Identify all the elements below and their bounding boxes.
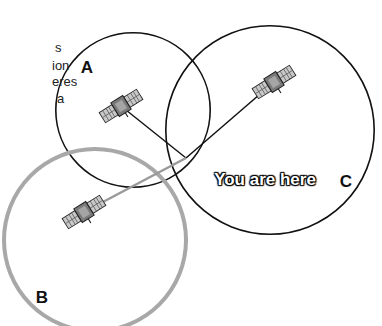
- satellite-icon: [251, 64, 299, 105]
- range-circle-line: [166, 26, 374, 234]
- earth-globe: You are here: [148, 122, 352, 326]
- text-fragment: eres: [52, 75, 77, 88]
- range-circle: A: [55, 32, 211, 188]
- range-circle-line: [4, 149, 186, 326]
- text-fragment: ion: [52, 59, 69, 72]
- location-label: You are here: [214, 171, 316, 190]
- globe-drawing: [148, 122, 352, 326]
- range-circle-line: [56, 33, 210, 187]
- ocean: [148, 122, 352, 326]
- circle-letter: C: [340, 173, 352, 192]
- circle-letter: B: [36, 289, 48, 308]
- range-line: [121, 106, 186, 158]
- range-circle: C: [165, 25, 375, 235]
- text-fragment: a: [57, 92, 64, 105]
- circle-letter: A: [81, 59, 93, 78]
- continents: [162, 149, 352, 326]
- circle-outline: [2, 147, 188, 326]
- range-line: [186, 82, 274, 158]
- satellite-icon: [61, 194, 109, 235]
- circle-outline: [165, 25, 375, 235]
- circle-outline: [55, 32, 211, 188]
- text-fragment: s: [55, 41, 62, 54]
- satellite-icon: [98, 88, 146, 129]
- range-circle: B: [2, 147, 188, 326]
- range-line: [84, 158, 186, 212]
